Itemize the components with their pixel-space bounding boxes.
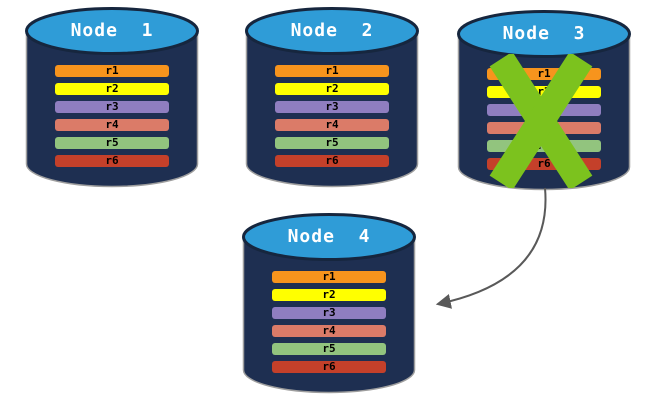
arrow-curve — [435, 187, 547, 309]
replica-label: r3 — [537, 103, 551, 116]
replica-bar-r5: r5 — [275, 137, 389, 149]
replica-label: r3 — [325, 100, 339, 113]
replica-bar-r2: r2 — [55, 83, 169, 95]
replica-bar-r5: r5 — [55, 137, 169, 149]
replica-label: r6 — [105, 154, 119, 167]
replica-bar-r6: r6 — [275, 155, 389, 167]
replica-label: r2 — [325, 82, 339, 95]
replica-label: r1 — [105, 64, 119, 77]
replica-label: r1 — [322, 270, 336, 283]
replica-bar-r4: r4 — [272, 325, 386, 337]
replica-label: r2 — [322, 288, 336, 301]
replica-bar-r6: r6 — [272, 361, 386, 373]
replica-bar-r2: r2 — [275, 83, 389, 95]
replica-label: r3 — [105, 100, 119, 113]
replica-label: r2 — [537, 85, 551, 98]
replica-list: r1 r2 r3 r4 r5 r6 — [55, 65, 169, 173]
replica-bar-r4: r4 — [55, 119, 169, 131]
replica-bar-r3: r3 — [487, 104, 601, 116]
replica-bar-r1: r1 — [487, 68, 601, 80]
replica-label: r1 — [537, 67, 551, 80]
node-label: Node 3 — [502, 23, 586, 44]
replica-label: r5 — [105, 136, 119, 149]
replica-label: r3 — [322, 306, 336, 319]
replica-label: r6 — [537, 157, 551, 170]
replica-bar-r1: r1 — [275, 65, 389, 77]
replica-bar-r5: r5 — [487, 140, 601, 152]
node-2: Node 2 r1 r2 r3 r4 r5 r6 — [245, 7, 419, 189]
replica-label: r5 — [325, 136, 339, 149]
replica-bar-r1: r1 — [272, 271, 386, 283]
node-label: Node 4 — [287, 226, 371, 247]
replica-bar-r3: r3 — [275, 101, 389, 113]
replica-label: r6 — [325, 154, 339, 167]
replica-bar-r2: r2 — [272, 289, 386, 301]
replica-bar-r6: r6 — [55, 155, 169, 167]
replica-list: r1 r2 r3 r4 r5 r6 — [275, 65, 389, 173]
replica-bar-r1: r1 — [55, 65, 169, 77]
replica-label: r4 — [537, 121, 551, 134]
replica-bar-r3: r3 — [272, 307, 386, 319]
node-label: Node 1 — [70, 20, 154, 41]
node-3: Node 3 r1 r2 r3 r4 r5 r6 — [457, 10, 631, 192]
replica-bar-r5: r5 — [272, 343, 386, 355]
node-label: Node 2 — [290, 20, 374, 41]
node-1: Node 1 r1 r2 r3 r4 r5 r6 — [25, 7, 199, 189]
replica-label: r1 — [325, 64, 339, 77]
cylinder-top — [242, 213, 416, 261]
replica-label: r6 — [322, 360, 336, 373]
replica-label: r5 — [537, 139, 551, 152]
replica-list: r1 r2 r3 r4 r5 r6 — [272, 271, 386, 379]
replica-list: r1 r2 r3 r4 r5 r6 — [487, 68, 601, 176]
replica-bar-r4: r4 — [275, 119, 389, 131]
cylinder-top — [25, 7, 199, 55]
replica-label: r5 — [322, 342, 336, 355]
replica-bar-r3: r3 — [55, 101, 169, 113]
replica-label: r4 — [325, 118, 339, 131]
cylinder-top — [245, 7, 419, 55]
replica-bar-r2: r2 — [487, 86, 601, 98]
replica-label: r4 — [105, 118, 119, 131]
replica-bar-r4: r4 — [487, 122, 601, 134]
replica-label: r4 — [322, 324, 336, 337]
replica-label: r2 — [105, 82, 119, 95]
replica-bar-r6: r6 — [487, 158, 601, 170]
node-4: Node 4 r1 r2 r3 r4 r5 r6 — [242, 213, 416, 395]
